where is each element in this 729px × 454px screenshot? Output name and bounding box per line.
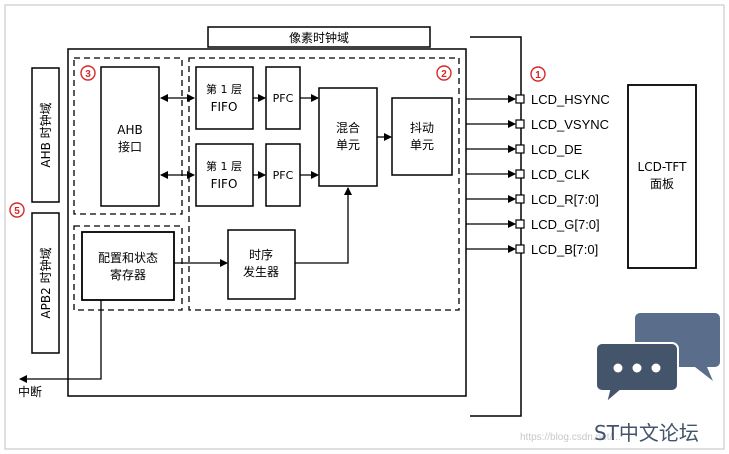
pin-vsync: LCD_VSYNC [466, 117, 609, 132]
pixel-clock-domain-box [207, 26, 431, 48]
dither-unit-line2: 单元 [410, 138, 434, 152]
pfc1-label: PFC [273, 92, 294, 105]
pin-pad [515, 244, 525, 254]
blending-unit-line2: 单元 [336, 138, 360, 152]
marker-1 [530, 66, 546, 82]
fifo-layer1-box [195, 66, 254, 130]
fifo-layer2-line2: FIFO [211, 177, 238, 191]
dither-unit-line1: 抖动 [410, 121, 434, 135]
ahb-domain-box [31, 67, 60, 203]
watermark-url: https://blog.csdn.net/... [520, 432, 621, 443]
st-forum-logo [595, 313, 720, 406]
lcd-panel-line1: LCD-TFT [638, 160, 688, 174]
config-registers-line1: 配置和状态 [98, 251, 158, 265]
pin-label: LCD_R[7:0] [531, 192, 599, 207]
apb2-domain-box [31, 212, 60, 354]
brand-text: ST中文论坛 [594, 421, 699, 445]
ahb-interface-line2: 接口 [118, 139, 142, 154]
region-ahb-interface [73, 57, 183, 215]
fifo-layer2-box [195, 143, 254, 207]
blending-unit-box [318, 87, 378, 187]
pfc2-box [265, 143, 301, 207]
pfc2-label: PFC [273, 169, 294, 182]
interrupt-line [19, 300, 102, 383]
pfc1-box [265, 66, 301, 130]
pin-label: LCD_CLK [531, 167, 590, 182]
fifo-layer1-line1: 第 1 层 [206, 82, 242, 96]
ahb-domain-label: AHB 时钟域 [38, 102, 53, 167]
pin-pad [515, 144, 525, 154]
marker-3-label: 3 [85, 69, 91, 80]
arrow-timing-blend [295, 187, 352, 264]
marker-1-label: 1 [535, 70, 541, 81]
pin-label: LCD_B[7:0] [531, 242, 598, 257]
interrupt-label: 中断 [18, 384, 42, 399]
marker-2 [436, 65, 452, 81]
marker-5-label: 5 [14, 206, 20, 217]
ahb-interface-line1: AHB [117, 123, 142, 137]
apb2-domain-label: APB2 时钟域 [38, 247, 53, 318]
pin-g: LCD_G[7:0] [466, 217, 600, 232]
pixel-domain-bracket [470, 36, 522, 417]
region-pixel-path [188, 57, 460, 311]
pin-pad [515, 169, 525, 179]
fifo-layer1-line2: FIFO [211, 100, 238, 114]
timing-generator-box [227, 229, 296, 300]
pin-hsync: LCD_HSYNC [466, 92, 610, 107]
pin-clk: LCD_CLK [466, 167, 590, 182]
config-registers-line2: 寄存器 [110, 267, 146, 282]
pin-b: LCD_B[7:0] [466, 242, 598, 257]
fifo-layer2-line1: 第 1 层 [206, 159, 242, 173]
pin-pad [515, 194, 525, 204]
dither-unit-box [391, 97, 453, 176]
blending-unit-line1: 混合 [336, 120, 360, 135]
pin-pad [515, 219, 525, 229]
pin-r: LCD_R[7:0] [466, 192, 599, 207]
chat-bubble-icon [595, 342, 679, 406]
ahb-interface-box [100, 66, 160, 207]
pixel-clock-domain-label: 像素时钟域 [289, 30, 349, 45]
pin-de: LCD_DE [466, 142, 583, 157]
dot-icon [632, 363, 642, 373]
dot-icon [613, 363, 623, 373]
marker-2-label: 2 [441, 69, 447, 80]
dot-icon [651, 363, 661, 373]
pin-pad [515, 94, 525, 104]
outer-frame [4, 4, 725, 450]
lcd-panel-line2: 面板 [650, 177, 674, 191]
timing-generator-line1: 时序 [249, 247, 273, 262]
pin-label: LCD_VSYNC [531, 117, 609, 132]
region-config [73, 225, 183, 311]
pin-pad [515, 119, 525, 129]
marker-3 [80, 65, 96, 81]
pin-label: LCD_DE [531, 142, 583, 157]
pin-label: LCD_G[7:0] [531, 217, 600, 232]
marker-5 [9, 202, 25, 218]
lcd-panel-box [627, 84, 697, 269]
pin-label: LCD_HSYNC [531, 92, 610, 107]
config-registers-box [81, 231, 175, 301]
timing-generator-line2: 发生器 [243, 264, 279, 279]
ltdc-main-box [67, 48, 467, 397]
